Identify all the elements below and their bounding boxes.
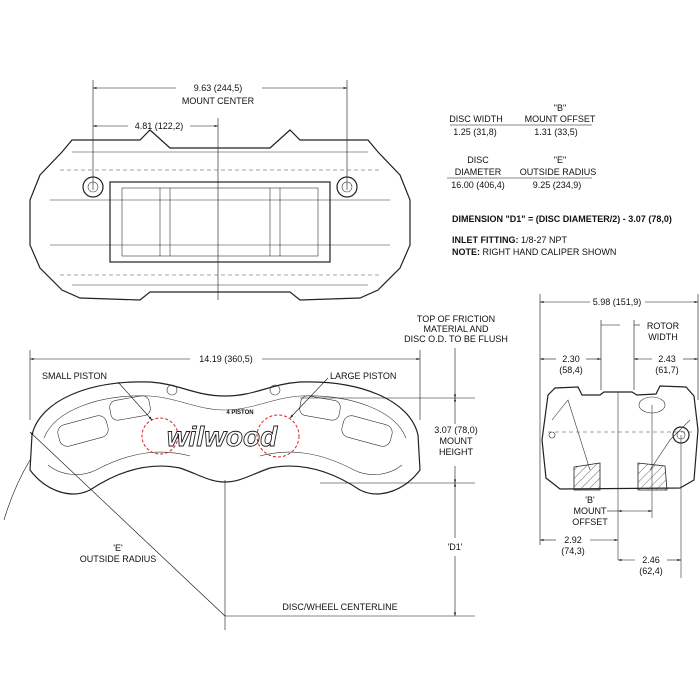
- note-value: RIGHT HAND CALIPER SHOWN: [480, 247, 616, 257]
- small-piston-outline: [141, 417, 179, 455]
- large-piston-label: LARGE PISTON: [330, 371, 396, 381]
- end-view: 5.98 (151,9) ROTOR WIDTH 2.30 (58,4) 2.4…: [539, 294, 699, 578]
- disc-diameter-header-1: DISC: [467, 155, 489, 165]
- note-label: NOTE:: [452, 247, 480, 257]
- large-piston-outline: [256, 414, 300, 458]
- small-piston-label: SMALL PISTON: [42, 371, 107, 381]
- mount-center-label: MOUNT CENTER: [182, 96, 255, 106]
- rotor-width-label-1: ROTOR: [647, 321, 680, 331]
- spec-table: "B" DISC WIDTH MOUNT OFFSET 1.25 (31,8) …: [447, 103, 596, 190]
- b-offset-label-3: OFFSET: [572, 517, 608, 527]
- mount-height-label-1: MOUNT: [440, 436, 473, 446]
- centerline-label: DISC/WHEEL CENTERLINE: [282, 602, 397, 612]
- friction-note-line-3: DISC O.D. TO BE FLUSH: [404, 334, 508, 344]
- right-inboard-dimension: 2.43: [658, 354, 676, 364]
- left-outboard-dimension: 2.92: [564, 535, 582, 545]
- outside-radius-header-1: "E": [554, 155, 566, 165]
- notes: DIMENSION "D1" = (DISC DIAMETER/2) - 3.0…: [452, 214, 672, 257]
- rotor-width-label-2: WIDTH: [648, 332, 678, 342]
- b-offset-label-1: 'B': [585, 495, 595, 505]
- d1-dimension-label: 'D1': [448, 542, 463, 552]
- friction-note-line-1: TOP OF FRICTION: [417, 314, 495, 324]
- outside-radius-label-1: 'E': [113, 543, 123, 553]
- hand-note: NOTE: RIGHT HAND CALIPER SHOWN: [452, 247, 616, 257]
- left-outboard-metric: (74,3): [561, 546, 585, 556]
- b-offset-label-2: MOUNT: [574, 506, 607, 516]
- end-overall-dimension: 5.98 (151,9): [593, 297, 642, 307]
- disc-width-value: 1.25 (31,8): [453, 127, 497, 137]
- outside-radius-header-2: OUTSIDE RADIUS: [520, 167, 597, 177]
- right-outboard-dimension: 2.46: [642, 555, 660, 565]
- friction-note-line-2: MATERIAL AND: [423, 324, 489, 334]
- right-inboard-metric: (61,7): [655, 365, 679, 375]
- disc-width-header: DISC WIDTH: [449, 114, 503, 124]
- inlet-value: 1/8-27 NPT: [519, 235, 568, 245]
- right-outboard-metric: (62,4): [639, 566, 663, 576]
- mount-height-dimension: 3.07 (78,0): [434, 425, 478, 435]
- mount-offset-value: 1.31 (33,5): [534, 127, 578, 137]
- dimension-d1-formula: DIMENSION "D1" = (DISC DIAMETER/2) - 3.0…: [452, 214, 672, 224]
- mount-center-dimension: 9.63 (244,5): [194, 83, 243, 93]
- outside-radius-label-2: OUTSIDE RADIUS: [80, 554, 157, 564]
- left-inboard-dimension: 2.30: [562, 354, 580, 364]
- inlet-fitting-note: INLET FITTING: 1/8-27 NPT: [452, 235, 568, 245]
- side-view: 14.19 (360,5) wilwood 4 PISTON SMALL PIS…: [3, 314, 508, 630]
- disc-diameter-header-2: DIAMETER: [455, 167, 502, 177]
- mount-offset-header: MOUNT OFFSET: [525, 114, 596, 124]
- disc-diameter-value: 16.00 (406,4): [451, 180, 505, 190]
- wilwood-logo: wilwood: [167, 421, 278, 452]
- outside-radius-value: 9.25 (234,9): [533, 180, 582, 190]
- half-mount-dimension: 4.81 (122,2): [135, 121, 184, 131]
- piston-count-label: 4 PISTON: [226, 410, 253, 416]
- left-inboard-metric: (58,4): [559, 365, 583, 375]
- inlet-label: INLET FITTING:: [452, 235, 519, 245]
- overall-width-dimension: 14.19 (360,5): [199, 354, 253, 364]
- top-view: 9.63 (244,5) MOUNT CENTER 4.81 (122,2): [29, 80, 411, 301]
- b-header-quote: "B": [554, 103, 566, 113]
- mount-height-label-2: HEIGHT: [439, 447, 474, 457]
